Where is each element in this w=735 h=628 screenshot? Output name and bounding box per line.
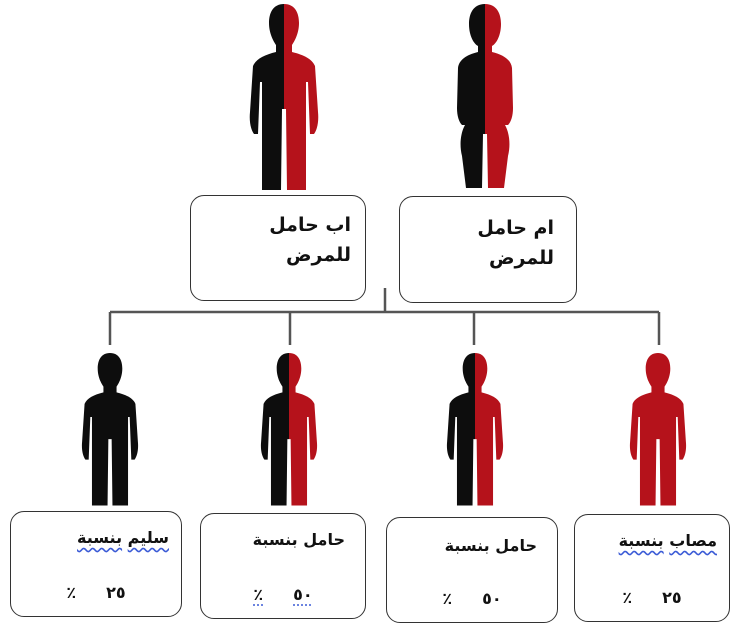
healthy-percentage: ٪٢٥ — [66, 583, 126, 602]
healthy-box: سليم بنسبة ٪٢٥ — [10, 511, 182, 617]
healthy-child-figure — [81, 353, 139, 506]
mother-figure — [457, 4, 513, 188]
carrier-box-2: حامل بنسبة ٪٥٠ — [386, 517, 558, 623]
carrier-box-1: حامل بنسبة ٪٥٠ — [200, 513, 366, 619]
father-figure — [249, 4, 319, 190]
carrier-percentage-2: ٪٥٠ — [442, 589, 502, 608]
mother-label: ام حامل للمرض — [477, 217, 554, 269]
affected-label: مصاب بنسبة — [618, 531, 717, 550]
healthy-label: سليم بنسبة — [77, 528, 169, 547]
pedigree-lines — [108, 288, 661, 345]
carrier-percentage-1: ٪٥٠ — [253, 585, 313, 604]
father-box: اب حامل للمرض — [190, 195, 366, 301]
carrier-label-1: حامل بنسبة — [252, 530, 345, 549]
affected-child-figure — [629, 353, 687, 506]
father-label: اب حامل للمرض — [269, 214, 351, 266]
mother-box: ام حامل للمرض — [399, 196, 577, 303]
carrier-label-2: حامل بنسبة — [444, 536, 537, 555]
carrier-child-figure-2 — [446, 353, 504, 506]
affected-box: مصاب بنسبة ٪٢٥ — [574, 514, 730, 622]
affected-percentage: ٪٢٥ — [622, 588, 682, 607]
carrier-child-figure-1 — [260, 353, 318, 506]
